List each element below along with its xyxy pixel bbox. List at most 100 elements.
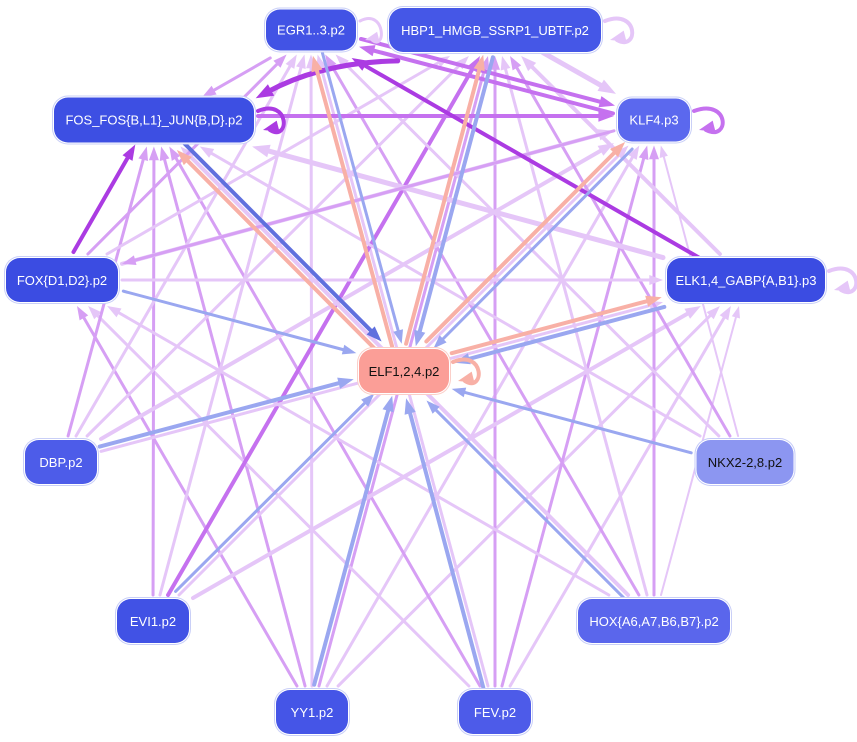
edge-EVI1-FOS-arrowhead xyxy=(148,146,159,161)
edge-HOX-EGR1-arrowhead xyxy=(325,54,337,69)
edge-DBP-ELF-arrowhead xyxy=(337,377,354,389)
edge-KLF4-EGR1 xyxy=(368,47,615,116)
edge-EVI1-FOS xyxy=(151,155,156,597)
edge-FEV-ELF-arrowhead xyxy=(404,398,416,415)
node-YY1[interactable]: YY1.p2 xyxy=(276,690,348,734)
edge-EVI1-ELF-arrowhead xyxy=(361,393,375,407)
node-ELF[interactable]: ELF1,2,4.p2 xyxy=(359,349,449,393)
edge-HOX-KLF4-arrowhead xyxy=(649,145,659,160)
node-HOX[interactable]: HOX{A6,A7,B6,B7}.p2 xyxy=(578,599,730,643)
edge-HOX-FOX xyxy=(114,309,611,597)
node-label: FOX{D1,D2}.p2 xyxy=(16,272,108,288)
edge-EVI1-HBP1 xyxy=(166,64,477,597)
edge-EGR1-FOS xyxy=(209,56,272,94)
edge-NKX2-FOS xyxy=(207,150,702,438)
node-label: KLF4.p3 xyxy=(629,112,679,128)
node-label: EVI1.p2 xyxy=(129,613,177,629)
edge-FOS-ELF xyxy=(181,140,376,336)
node-FOS[interactable]: FOS_FOS{B,L1}_JUN{B,D}.p2 xyxy=(54,97,254,143)
edge-DBP-EGR1-arrowhead xyxy=(285,54,297,69)
edge-FEV-ELF xyxy=(407,407,486,690)
node-label: EGR1..3.p2 xyxy=(277,22,345,38)
edge-HBP1-HBP1-arrowhead xyxy=(610,30,627,42)
edge-ELK-FOS-arrowhead xyxy=(252,144,271,158)
edge-ELK-EGR1 xyxy=(359,61,701,260)
edge-DBP-HBP1-arrowhead xyxy=(455,56,469,70)
edge-FOX-FOS-arrowhead xyxy=(122,144,136,161)
edge-KLF4-FOX-arrowhead xyxy=(122,255,137,265)
edge-YY1-ELK-arrowhead xyxy=(706,306,720,320)
edge-ELF-HBP1-arrowhead xyxy=(473,54,485,72)
edge-DBP-ELF xyxy=(97,380,345,449)
edge-FEV-FOS-arrowhead xyxy=(169,146,181,161)
edge-YY1-EGR1 xyxy=(309,63,314,688)
edge-ELK-ELF xyxy=(463,304,667,362)
edge-DBP-FOS-arrowhead xyxy=(138,146,148,161)
edge-KLF4-KLF4 xyxy=(692,106,725,134)
edge-ELF-ELK-arrowhead xyxy=(645,295,662,307)
edge-EVI1-ELF xyxy=(174,399,369,593)
edge-NKX2-KLF4-arrowhead xyxy=(659,145,668,158)
edge-HOX-FOX-arrowhead xyxy=(107,306,122,318)
node-EGR1[interactable]: EGR1..3.p2 xyxy=(266,9,356,51)
edge-KLF4-FOX xyxy=(130,129,616,263)
edge-EVI1-EGR1 xyxy=(158,62,304,597)
edge-NKX2-HBP1-arrowhead xyxy=(510,56,522,71)
edge-FEV-FOX xyxy=(93,311,471,688)
edge-HBP1-ELF-arrowhead xyxy=(414,329,426,347)
edge-YY1-FOX xyxy=(80,313,299,688)
edge-FOX-HBP1 xyxy=(105,59,443,256)
edge-ELF-ELK xyxy=(449,298,653,356)
node-FEV[interactable]: FEV.p2 xyxy=(459,690,531,734)
node-ELK[interactable]: ELK1,4_GABP{A,B1}.p3 xyxy=(667,258,825,302)
edge-EVI1-EGR1-arrowhead xyxy=(296,54,306,69)
edge-FEV-KLF4-arrowhead xyxy=(638,145,649,160)
edge-FOX-FOS xyxy=(71,152,132,255)
edge-EVI1-ELK xyxy=(191,309,693,600)
edge-ELK-ELK xyxy=(827,266,857,294)
edge-HBP1-FOS-arrowhead xyxy=(255,84,275,99)
edge-HOX-ELK-arrowhead xyxy=(731,306,740,319)
node-DBP[interactable]: DBP.p2 xyxy=(25,440,97,484)
node-NKX2[interactable]: NKX2-2,8.p2 xyxy=(696,440,794,484)
edge-FOX-ELF-arrowhead xyxy=(341,344,357,355)
edge-ELF-EGR1-arrowhead xyxy=(311,55,323,73)
edge-FOX-ELK-arrowhead xyxy=(649,275,663,285)
edge-NKX2-ELF-arrowhead xyxy=(451,387,467,398)
edge-HOX-HBP1-arrowhead xyxy=(500,56,511,71)
edge-FOX-ELF xyxy=(121,289,348,352)
node-FOX[interactable]: FOX{D1,D2}.p2 xyxy=(6,258,118,302)
edge-KLF4-ELF-arrowhead xyxy=(433,335,447,349)
edge-FOS-FOS xyxy=(256,106,286,134)
edge-FOS-KLF4-arrowhead xyxy=(598,110,614,122)
node-HBP1[interactable]: HBP1_HMGB_SSRP1_UBTF.p2 xyxy=(389,8,601,52)
edge-HBP1-HBP1 xyxy=(603,16,635,44)
edge-YY1-FOX-arrowhead xyxy=(77,306,89,321)
node-KLF4[interactable]: KLF4.p3 xyxy=(618,98,690,142)
edge-ELF-HBP1 xyxy=(404,64,483,346)
edge-YY1-KLF4-arrowhead xyxy=(628,145,640,160)
edge-FOX-EGR1-arrowhead xyxy=(273,54,287,68)
edge-EGR1-EGR1-arrowhead xyxy=(365,31,380,42)
node-EVI1[interactable]: EVI1.p2 xyxy=(117,599,189,643)
edge-EGR1-ELF xyxy=(321,51,401,336)
edge-ELF-KLF4-arrowhead xyxy=(610,142,626,158)
node-label: HOX{A6,A7,B6,B7}.p2 xyxy=(589,613,719,629)
edge-NKX2-EGR1-arrowhead xyxy=(335,54,349,68)
edge-HBP1-ELF xyxy=(416,55,495,337)
edge-DBP-EGR1 xyxy=(74,61,294,438)
edge-ELF-EGR1 xyxy=(313,65,395,349)
edge-ELF-FOS xyxy=(183,156,377,351)
edge-NKX2-FOS-arrowhead xyxy=(199,146,215,158)
edge-YY1-ELF xyxy=(312,404,392,687)
edge-DBP-KLF4 xyxy=(99,146,606,441)
edge-HOX-ELF-arrowhead xyxy=(426,400,440,414)
edge-YY1-ELF-arrowhead xyxy=(382,395,394,413)
edge-FOS-ELF-arrowhead xyxy=(366,326,382,342)
edge-HOX-ELF xyxy=(432,406,626,601)
edge-EGR1-KLF4-arrowhead xyxy=(598,96,615,108)
edge-NKX2-ELF xyxy=(460,390,693,455)
edge-NKX2-HBP1 xyxy=(513,63,732,438)
edge-HBP1-KLF4 xyxy=(540,50,608,90)
edge-FEV-FOS xyxy=(172,153,482,688)
